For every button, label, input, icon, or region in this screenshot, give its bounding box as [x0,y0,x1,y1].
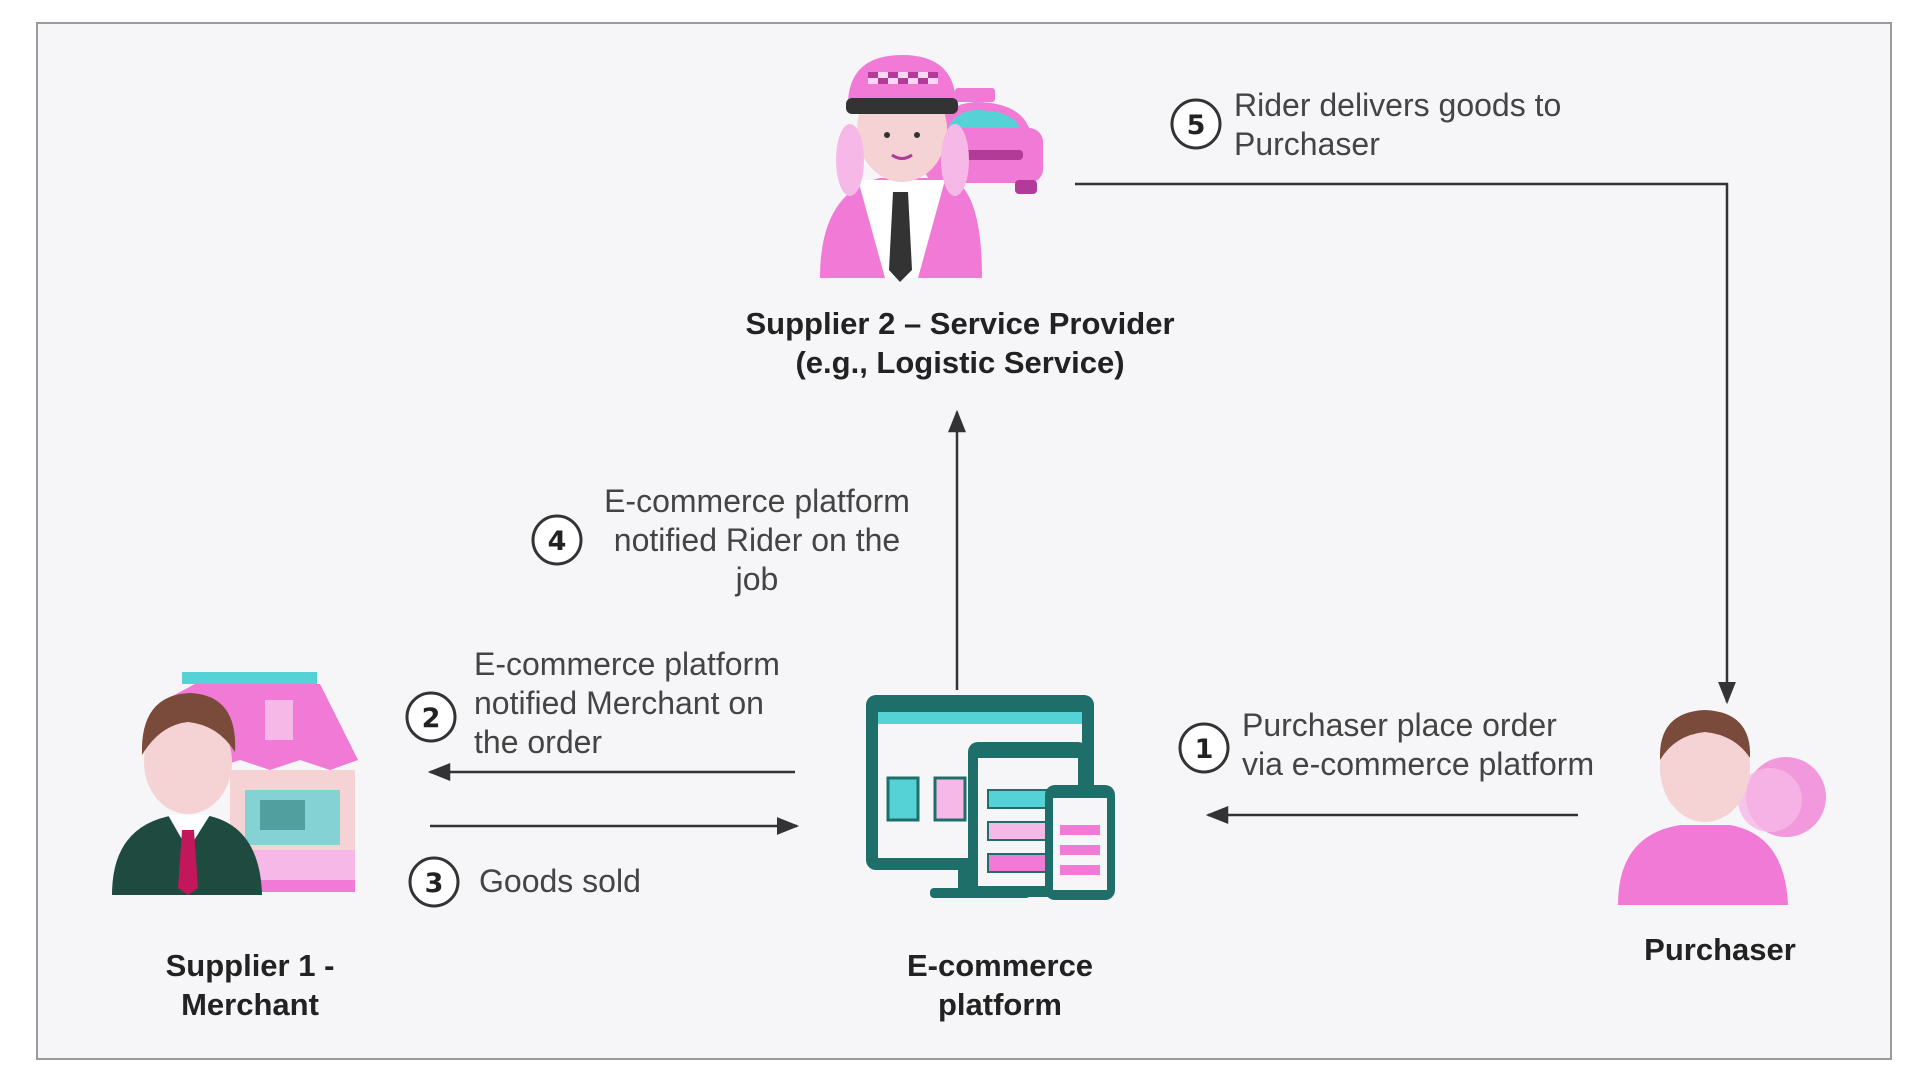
supplier2-label: Supplier 2 – Service Provider (e.g., Log… [720,304,1200,382]
platform-label: E-commerce platform [880,946,1120,1024]
supplier2-label-line1: Supplier 2 – Service Provider [745,306,1175,341]
step-1-line1: Purchaser place order [1242,707,1557,743]
step-4-badge: 4 [531,514,583,566]
merchant-icon [112,672,358,895]
step-4-line2: notified Rider on the [613,522,901,558]
supplier1-label: Supplier 1 - Merchant [130,946,370,1024]
step-4-line1: E-commerce platform [604,483,910,519]
svg-text:4: 4 [548,526,567,557]
step-5-line2: Purchaser [1234,126,1380,162]
step-3-badge: 3 [408,856,460,908]
step-3-text: Goods sold [479,862,641,901]
step-4-line3: job [735,561,779,597]
supplier1-label-line2: Merchant [181,987,319,1022]
platform-devices-icon [866,695,1115,900]
step-1-line2: via e-commerce platform [1242,746,1595,782]
svg-text:5: 5 [1187,110,1206,141]
step-2-line1: E-commerce platform [474,646,780,682]
step-3-line1: Goods sold [479,863,641,899]
step-4-text: E-commerce platform notified Rider on th… [592,482,922,599]
supplier1-label-line1: Supplier 1 - [165,948,335,983]
purchaser-icon [1618,710,1826,905]
platform-label-line2: platform [938,987,1062,1022]
step-2-line3: the order [474,724,603,760]
svg-text:1: 1 [1195,734,1214,765]
svg-text:2: 2 [422,703,441,734]
platform-label-line1: E-commerce [906,948,1094,983]
purchaser-label-line1: Purchaser [1644,932,1796,967]
step-1-text: Purchaser place order via e-commerce pla… [1242,706,1594,784]
rider-icon [820,55,1043,282]
purchaser-label: Purchaser [1600,930,1840,969]
step-5-line1: Rider delivers goods to [1234,87,1562,123]
step-2-line2: notified Merchant on [474,685,764,721]
step-5-text: Rider delivers goods to Purchaser [1234,86,1561,164]
svg-text:3: 3 [425,868,444,899]
step-1-badge: 1 [1178,722,1230,774]
step-2-text: E-commerce platform notified Merchant on… [474,645,780,762]
supplier2-label-line2: (e.g., Logistic Service) [795,345,1125,380]
step-5-badge: 5 [1170,98,1222,150]
step-2-badge: 2 [405,691,457,743]
arrow-rider-to-purchaser [1075,182,1736,705]
